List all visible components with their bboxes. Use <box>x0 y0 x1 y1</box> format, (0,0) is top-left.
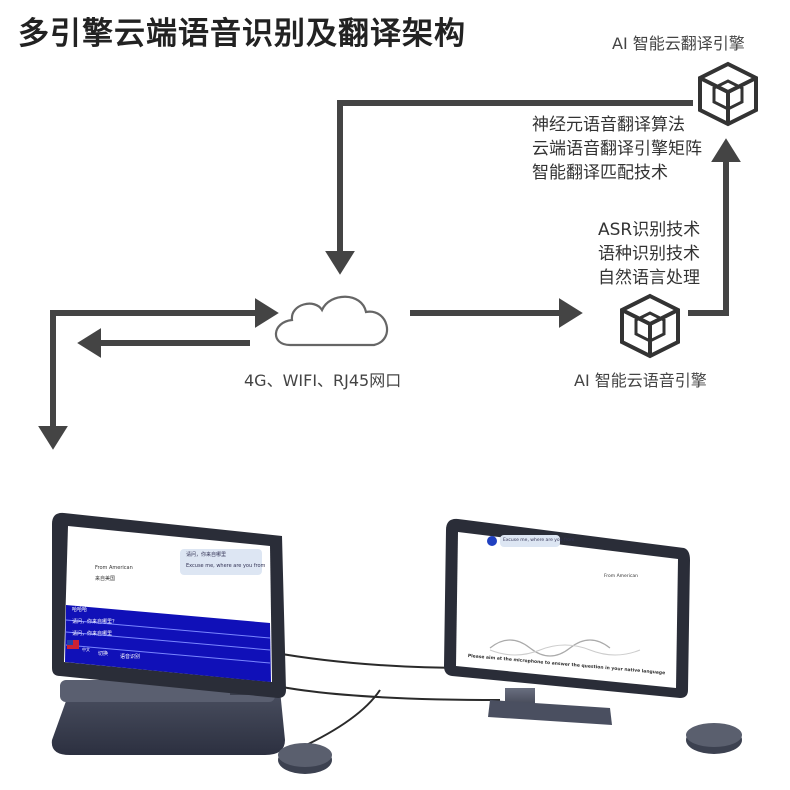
speech-engine-features: ASR识别技术 语种识别技术 自然语言处理 <box>598 218 700 290</box>
right-bubble: Excuse me, where are you from <box>503 538 575 543</box>
translate-feature: 神经元语音翻译算法 <box>532 115 685 135</box>
translate-engine-label: AI 智能云翻译引擎 <box>612 34 745 53</box>
diagram-title: 多引擎云端语音识别及翻译架构 <box>18 16 466 52</box>
translate-feature: 云端语音翻译引擎矩阵 <box>532 139 702 159</box>
speech-feature: 自然语言处理 <box>598 268 700 288</box>
arrow-speech-to-translate <box>688 138 741 316</box>
speech-feature: 语种识别技术 <box>598 244 700 264</box>
right-device <box>444 518 690 725</box>
left-row: 请问，你来自哪里 <box>72 631 113 637</box>
left-bubble-cn: 请问，你来自哪里 <box>186 552 227 558</box>
left-language-label[interactable]: 中文 <box>82 647 90 652</box>
left-row: 哈哈哈 <box>72 607 88 613</box>
arrow-translate-to-cloud <box>325 100 693 275</box>
translate-engine-features: 神经元语音翻译算法 云端语音翻译引擎矩阵 智能翻译匹配技术 <box>532 113 702 185</box>
left-bubble-en: Excuse me, where are you from <box>186 563 266 569</box>
left-switch-button[interactable]: 切换 <box>98 651 109 657</box>
speech-engine-cube-icon <box>620 293 680 359</box>
right-from-label: From American <box>604 574 638 579</box>
left-from-value: 来自美国 <box>95 576 116 582</box>
left-from-label: From American <box>95 565 133 571</box>
arrow-device-to-cloud <box>50 298 279 440</box>
left-row: 请问，你来自哪里？ <box>72 619 118 625</box>
speech-feature: ASR识别技术 <box>598 220 701 240</box>
translate-engine-cube-icon <box>698 61 758 127</box>
translate-feature: 智能翻译匹配技术 <box>532 163 668 183</box>
left-voice-button[interactable]: 语音识别 <box>120 654 141 660</box>
microphone-right <box>686 723 742 754</box>
cloud-icon <box>274 295 389 347</box>
microphone-left <box>278 743 332 774</box>
left-device <box>51 512 286 755</box>
cloud-label: 4G、WIFI、RJ45网口 <box>244 371 402 390</box>
speech-engine-label: AI 智能云语音引擎 <box>574 371 707 390</box>
